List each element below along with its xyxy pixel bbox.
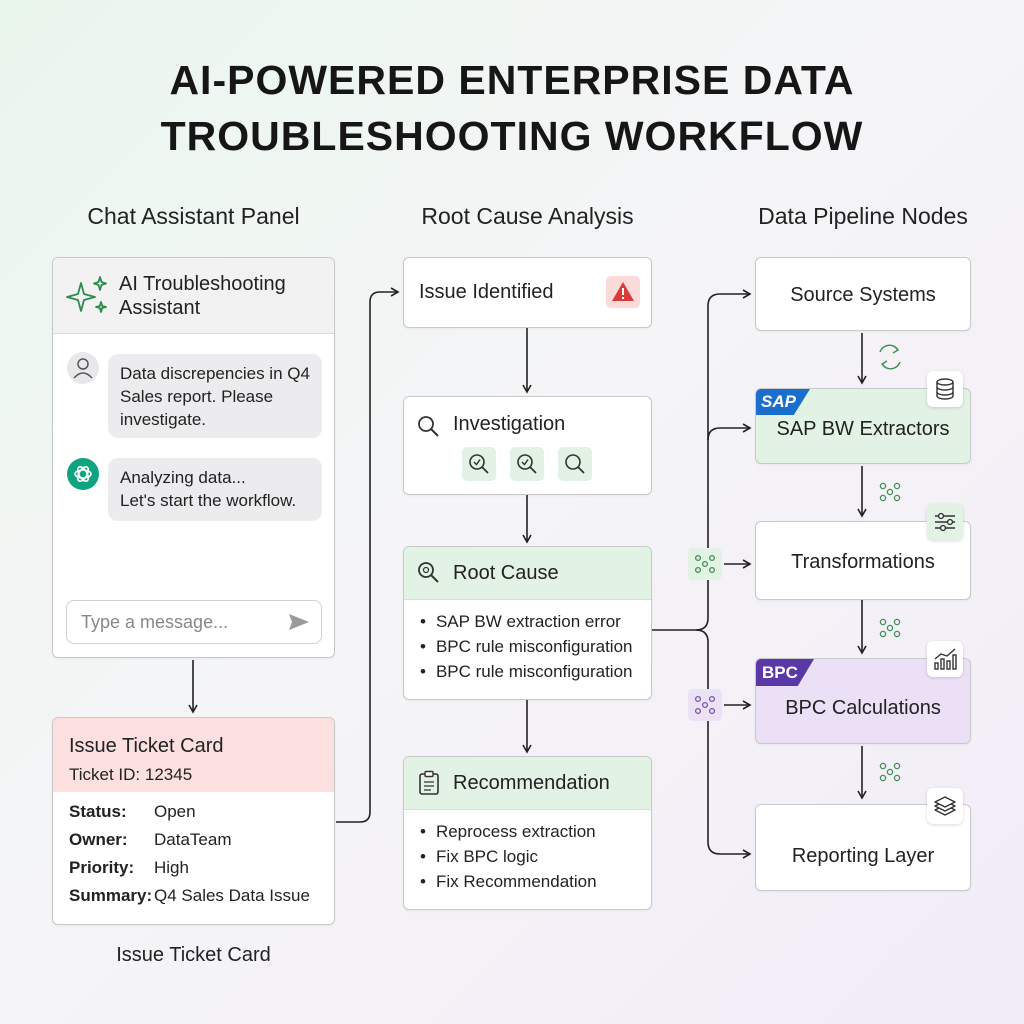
node-bpc-calculations[interactable]: BPC BPC Calculations <box>755 658 971 744</box>
column-header-pipeline: Data Pipeline Nodes <box>758 203 968 229</box>
arrow-rootcause-to-reporting <box>695 629 752 859</box>
chat-assistant-panel: AI Troubleshooting Assistant Data discre… <box>52 257 335 658</box>
message-input-box[interactable] <box>66 600 322 644</box>
user-avatar <box>67 352 99 384</box>
database-icon <box>936 378 954 400</box>
alert-badge <box>606 276 640 308</box>
ticket-priority: Priority:High <box>69 858 189 877</box>
title-line-1: AI-POWERED ENTERPRISE DATA <box>169 57 855 103</box>
assistant-avatar <box>67 458 99 490</box>
issue-ticket-card[interactable]: Issue Ticket Card Ticket ID: 12345 Statu… <box>52 717 335 925</box>
reporting-layer-label: Reporting Layer <box>791 845 935 867</box>
root-cause-header: Root Cause <box>404 547 651 600</box>
network-icon <box>879 762 901 782</box>
sap-logo: SAP <box>756 389 810 415</box>
message-input[interactable] <box>79 611 283 634</box>
database-badge <box>927 371 963 407</box>
search-icon <box>565 454 585 474</box>
assistant-message-bubble: Analyzing data... Let's start the workfl… <box>108 458 322 521</box>
search-check-icon <box>517 454 537 474</box>
layers-icon <box>934 796 956 816</box>
sap-bw-label: SAP BW Extractors <box>776 418 950 440</box>
ticket-header: Issue Ticket Card Ticket ID: 12345 <box>53 718 334 792</box>
ticket-summary: Summary:Q4 Sales Data Issue <box>69 886 310 905</box>
node-source-systems[interactable]: Source Systems <box>755 257 971 331</box>
ticket-title: Issue Ticket Card <box>69 735 224 757</box>
sparkle-icon <box>66 276 107 313</box>
transformations-label: Transformations <box>791 551 935 573</box>
root-cause-label: Root Cause <box>453 562 559 584</box>
column-header-analysis: Root Cause Analysis <box>421 203 634 229</box>
network-badge-green <box>688 548 722 580</box>
search-badge <box>558 447 592 481</box>
ticket-status: Status:Open <box>69 802 196 821</box>
issue-identified-box[interactable]: Issue Identified <box>403 257 652 328</box>
search-icon <box>418 416 439 437</box>
list-item: BPC rule misconfiguration <box>420 634 633 659</box>
bpc-calculations-label: BPC Calculations <box>785 697 941 719</box>
assistant-name: AI Troubleshooting Assistant <box>119 273 286 319</box>
check-search-badge-1 <box>462 447 496 481</box>
recommendation-list: Reprocess extraction Fix BPC logic Fix R… <box>420 819 597 894</box>
list-item: Fix Recommendation <box>420 869 597 894</box>
bar-chart-icon <box>934 648 957 670</box>
node-reporting-layer[interactable]: Reporting Layer <box>755 804 971 891</box>
user-icon <box>73 358 93 379</box>
bpc-logo: BPC <box>756 659 814 686</box>
layers-badge <box>927 788 963 824</box>
source-systems-label: Source Systems <box>790 284 936 306</box>
bar-chart-badge <box>927 641 963 677</box>
sliders-icon <box>935 512 955 532</box>
sliders-badge <box>927 504 963 540</box>
assistant-icon <box>74 465 92 483</box>
title-line-2: TROUBLESHOOTING WORKFLOW <box>160 113 864 159</box>
node-sap-bw-extractors[interactable]: SAP SAP BW Extractors <box>755 388 971 464</box>
user-message-bubble: Data discrepencies in Q4 Sales report. P… <box>108 354 322 438</box>
list-item: SAP BW extraction error <box>420 609 632 634</box>
search-check-icon <box>469 454 489 474</box>
recommendation-box[interactable]: Recommendation Reprocess extraction Fix … <box>403 756 652 910</box>
ticket-id: Ticket ID: 12345 <box>69 765 193 784</box>
sync-icon <box>879 344 901 370</box>
investigation-box[interactable]: Investigation <box>403 396 652 495</box>
network-badge-purple <box>688 689 722 721</box>
alert-icon <box>612 282 634 301</box>
root-cause-icon <box>418 562 439 583</box>
root-cause-box[interactable]: Root Cause SAP BW extraction error BPC r… <box>403 546 652 700</box>
recommendation-header: Recommendation <box>404 757 651 810</box>
page-title: AI-POWERED ENTERPRISE DATA TROUBLESHOOTI… <box>0 52 1024 164</box>
investigation-label: Investigation <box>453 413 566 435</box>
arrow-ticket-to-issue <box>336 287 400 823</box>
list-item: Reprocess extraction <box>420 819 597 844</box>
network-icon <box>879 482 901 502</box>
ticket-caption: Issue Ticket Card <box>116 944 271 966</box>
chat-header: AI Troubleshooting Assistant <box>53 258 334 334</box>
network-icon <box>879 618 901 638</box>
list-item: Fix BPC logic <box>420 844 597 869</box>
arrow-rootcause-to-sap <box>707 423 752 441</box>
column-header-chat: Chat Assistant Panel <box>87 203 300 229</box>
issue-identified-label: Issue Identified <box>419 281 554 303</box>
clipboard-icon <box>419 770 439 795</box>
send-icon[interactable] <box>287 611 311 633</box>
check-search-badge-2 <box>510 447 544 481</box>
arrow-rootcause-to-source <box>652 289 752 631</box>
list-item: BPC rule misconfiguration <box>420 659 633 684</box>
root-cause-list: SAP BW extraction error BPC rule misconf… <box>420 609 633 684</box>
ticket-owner: Owner:DataTeam <box>69 830 232 849</box>
recommendation-label: Recommendation <box>453 772 610 794</box>
